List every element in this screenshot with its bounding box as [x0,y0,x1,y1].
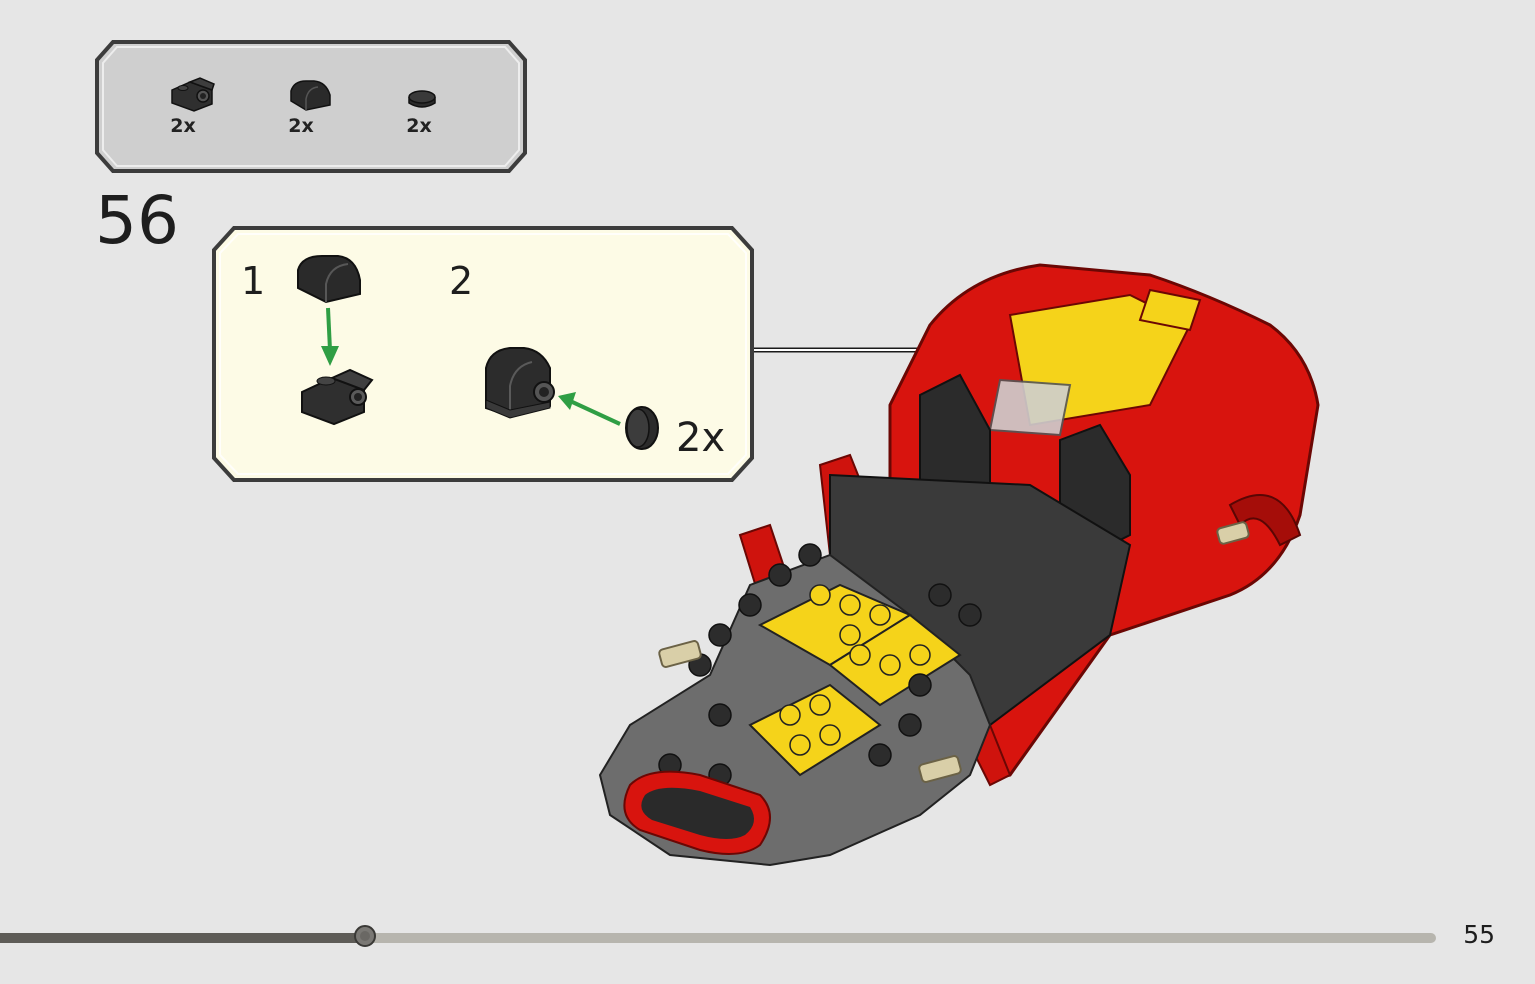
substep-2-illustration [485,347,659,450]
curved-slope-tile-icon [288,79,332,112]
page-number: 55 [1463,920,1495,949]
progress-knob[interactable] [354,925,376,947]
part-qty-2: 2x [288,115,314,137]
step-number: 56 [95,182,179,259]
substep-1-label: 1 [241,259,266,303]
car-model-illustration [598,263,1320,867]
part-qty-3: 2x [406,115,432,137]
substep-2-label: 2 [449,259,474,303]
progress-track [0,933,1436,943]
progress-fill [0,933,365,943]
substep-1-illustration [297,255,374,426]
bracket-with-axle-hole-icon [170,76,216,112]
substep-multiplier: 2x [676,415,726,461]
round-tile-icon [407,89,437,111]
part-qty-1: 2x [170,115,196,137]
